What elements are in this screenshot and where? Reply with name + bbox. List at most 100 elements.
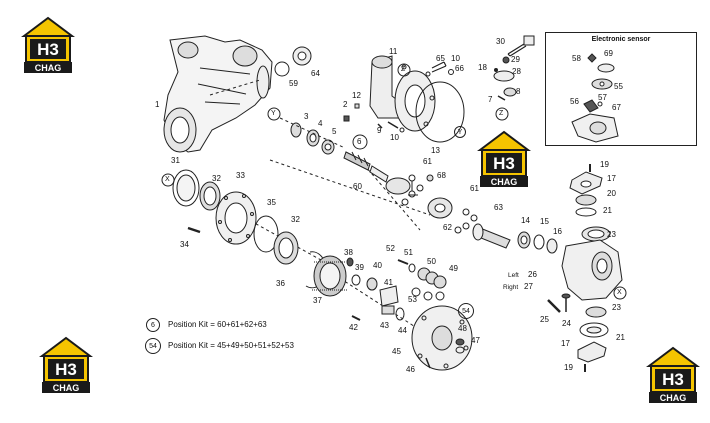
seal-31 — [172, 169, 200, 207]
part-label: 42 — [349, 323, 358, 332]
part-label: 35 — [267, 198, 276, 207]
logo-top-text: H3 — [662, 370, 684, 389]
part-label: 29 — [511, 55, 520, 64]
kit-ref-6: 6 — [146, 318, 160, 332]
pinion-shaft — [343, 134, 411, 195]
part-label: 17 — [561, 339, 570, 348]
part-label: 61 — [470, 184, 479, 193]
side-right-label: Right — [503, 284, 519, 291]
part-label: 60 — [353, 182, 362, 191]
part-label: 55 — [614, 82, 623, 91]
top-sensor-parts — [493, 35, 535, 121]
part-label: 61 — [423, 157, 432, 166]
part-label: 69 — [604, 49, 613, 58]
small-fasteners — [343, 103, 399, 129]
part-label: 38 — [344, 248, 353, 257]
axle-housing — [163, 35, 273, 153]
part-label: 6 — [357, 137, 362, 146]
part-label: 49 — [449, 264, 458, 273]
electronic-sensor-box: Electronic sensor — [545, 32, 697, 146]
part-label: 57 — [598, 93, 607, 102]
part-label: 66 — [455, 64, 464, 73]
part-label: 56 — [570, 97, 579, 106]
side-left-label: Left — [508, 272, 519, 279]
part-label: 19 — [564, 363, 573, 372]
cross-joint — [401, 174, 478, 234]
part-label: 5 — [332, 127, 337, 136]
part-label: 24 — [562, 319, 571, 328]
kit-note-6: Position Kit = 60+61+62+63 — [168, 320, 267, 329]
part-label: 53 — [408, 295, 417, 304]
part-label: 52 — [386, 244, 395, 253]
part-label: 33 — [236, 171, 245, 180]
brand-logo-top-left: H3 CHAG — [21, 16, 75, 73]
marker-z-top: Z — [401, 66, 406, 73]
brand-logo-center: H3 CHAG — [477, 130, 531, 187]
o-ring-13 — [415, 81, 465, 143]
part-label: 43 — [380, 321, 389, 330]
part-label: 12 — [352, 91, 361, 100]
part-label: 37 — [313, 296, 322, 305]
part-label: 18 — [478, 63, 487, 72]
part-label: 17 — [607, 174, 616, 183]
marker-x-right: X — [617, 289, 622, 296]
part-label: 63 — [494, 203, 503, 212]
part-label: 54 — [458, 303, 474, 319]
part-label: 23 — [607, 230, 616, 239]
part-label: 10 — [451, 54, 460, 63]
part-label: 27 — [524, 282, 533, 291]
part-label: 11 — [389, 47, 398, 56]
part-label: 65 — [436, 54, 445, 63]
part-label: 15 — [540, 217, 549, 226]
part-label: 28 — [512, 67, 521, 76]
sensor-box-title: Electronic sensor — [591, 36, 651, 43]
part-label: 51 — [404, 248, 413, 257]
logo-bottom-text: CHAG — [491, 177, 518, 187]
part-label: 9 — [377, 126, 382, 135]
part-label: 14 — [521, 216, 530, 225]
part-label: 21 — [603, 206, 612, 215]
part-label: 64 — [311, 69, 320, 78]
part-label: 68 — [437, 171, 446, 180]
part-label: 48 — [458, 324, 467, 333]
part-label: 40 — [373, 261, 382, 270]
part-label: 34 — [180, 240, 189, 249]
part-label: 36 — [276, 279, 285, 288]
part-label: 67 — [612, 103, 621, 112]
part-label: 16 — [553, 227, 562, 236]
planet-gears — [397, 259, 447, 301]
part-label: 21 — [616, 333, 625, 342]
logo-top-text: H3 — [55, 360, 77, 379]
differential-carrier — [369, 55, 436, 133]
kit-note-54: Position Kit = 45+49+50+51+52+53 — [168, 341, 294, 350]
part-label: 32 — [212, 174, 221, 183]
marker-x-left: X — [165, 176, 170, 183]
part-label: 20 — [607, 189, 616, 198]
part-label: 8 — [516, 87, 521, 96]
logo-top-text: H3 — [37, 40, 59, 59]
logo-bottom-text: CHAG — [660, 393, 687, 403]
part-label: 47 — [471, 336, 480, 345]
kit-ref-54: 54 — [145, 338, 161, 354]
part-label: 58 — [572, 54, 581, 63]
part-label: 59 — [289, 79, 298, 88]
part-label: 50 — [427, 257, 436, 266]
part-label: 31 — [171, 156, 180, 165]
part-label: 25 — [540, 315, 549, 324]
brand-logo-bottom-right: H3 CHAG — [646, 346, 700, 403]
part-label: 23 — [612, 303, 621, 312]
right-hub-top — [569, 164, 611, 242]
part-label: 26 — [528, 270, 537, 279]
part-label: 32 — [291, 215, 300, 224]
part-label: 4 — [318, 119, 323, 128]
part-label: 13 — [431, 146, 440, 155]
logo-bottom-text: CHAG — [53, 383, 80, 393]
marker-y-right: Y — [454, 126, 466, 138]
sensor-box-drawing — [571, 53, 619, 143]
part-label: 62 — [443, 223, 452, 232]
o-ring-59 — [274, 61, 290, 77]
part-label: 7 — [488, 95, 493, 104]
part-label: 2 — [343, 100, 348, 109]
part-label: 46 — [406, 365, 415, 374]
